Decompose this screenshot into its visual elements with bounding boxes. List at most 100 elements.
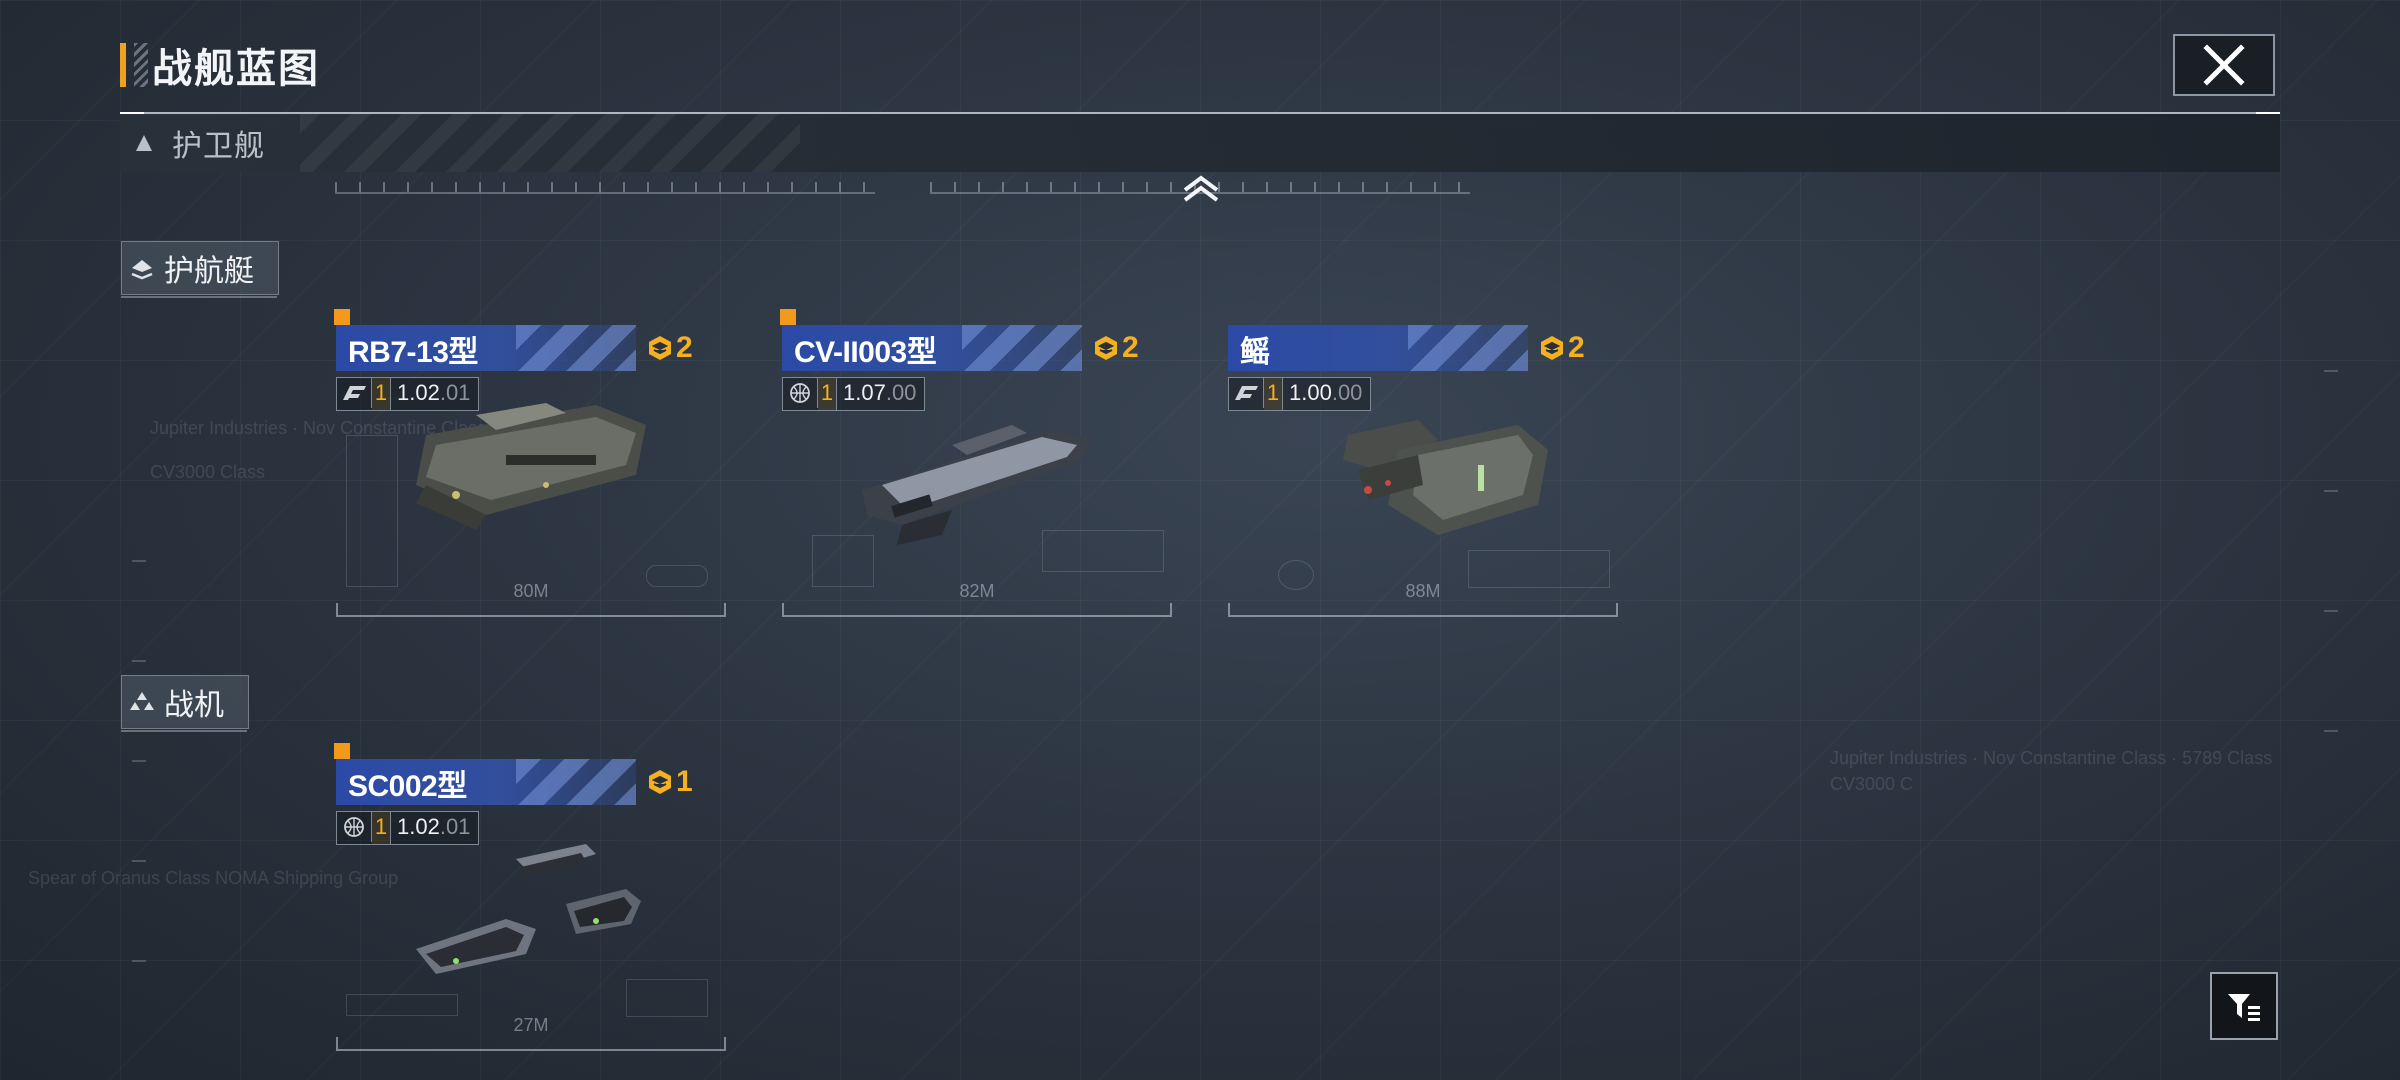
version-main: 1.07 — [843, 380, 886, 405]
version-suffix: .00 — [885, 380, 917, 405]
version-suffix: .01 — [439, 380, 471, 405]
version-suffix: .00 — [1331, 380, 1363, 405]
ship-length: 27M — [513, 1015, 549, 1035]
section-header-escort: 护航艇 — [121, 241, 279, 298]
cost-value: 2 — [1122, 331, 1139, 364]
ship-render — [416, 844, 641, 974]
ship-name: CV-II003型 — [794, 336, 937, 369]
bar-corner-mark — [2256, 112, 2280, 114]
command-point-icon — [649, 770, 671, 794]
ship-card-sc002[interactable]: SC002型 1 1 1.02.01 27M — [334, 743, 726, 1055]
manufacturer-badge — [1229, 378, 1264, 408]
background-text: Spear of Oranus Class NOMA Shipping Grou… — [28, 868, 399, 888]
ship-render — [416, 403, 646, 530]
scale-tick — [2324, 610, 2338, 612]
command-cost: 2 — [1538, 331, 1585, 365]
version-main: 1.02 — [397, 380, 440, 405]
bar-corner-mark — [120, 112, 144, 114]
globe-icon — [790, 383, 810, 403]
ship-length: 88M — [1405, 581, 1441, 601]
ship-name: 鳐 — [1240, 336, 1270, 369]
background-text: Jupiter Industries · Nov Constantine Cla… — [1830, 748, 2273, 768]
tier-value: 1 — [372, 812, 391, 844]
speed-logo-icon — [1235, 386, 1258, 400]
blueprint-sketch — [646, 565, 708, 587]
version-suffix: .01 — [439, 814, 471, 839]
filter-button[interactable] — [2210, 972, 2278, 1040]
section-label: 战机 — [164, 689, 224, 722]
ship-name-banner — [336, 759, 636, 805]
speed-logo-icon — [343, 386, 366, 400]
ship-stats: 1 1.02.01 — [336, 811, 480, 845]
version-value: 1.02.01 — [391, 378, 478, 410]
title-accent-bar — [120, 43, 126, 87]
blueprint-sketch — [1042, 530, 1164, 572]
version-value: 1.02.01 — [391, 812, 478, 844]
new-indicator — [334, 309, 350, 325]
tier-value: 1 — [1264, 378, 1283, 410]
scale-tick — [132, 560, 146, 562]
close-button[interactable] — [2173, 34, 2275, 96]
blueprint-sketch — [1278, 560, 1314, 590]
version-value: 1.07.00 — [837, 378, 924, 410]
blueprint-baseline — [1228, 603, 1618, 617]
chevron-up-icon[interactable] — [1180, 174, 1222, 204]
globe-icon — [344, 817, 364, 837]
background-text: CV3000 C — [1830, 774, 1914, 794]
section-label: 护航艇 — [164, 255, 254, 288]
background-ruler — [335, 178, 875, 194]
escort-ship-icon — [131, 260, 153, 280]
scale-tick — [2324, 490, 2338, 492]
new-indicator — [780, 309, 796, 325]
background-text: CV3000 Class — [150, 462, 266, 482]
blueprint-sketch — [346, 994, 458, 1016]
new-indicator — [334, 743, 350, 759]
command-cost: 1 — [646, 765, 693, 799]
command-point-icon — [1095, 336, 1117, 360]
scale-tick — [2324, 370, 2338, 372]
blueprint-baseline — [336, 603, 726, 617]
cost-value: 2 — [676, 331, 693, 364]
filter-icon — [2228, 994, 2260, 1021]
blueprint-sketch — [626, 979, 708, 1017]
tier-value: 1 — [818, 378, 837, 410]
scale-tick — [132, 860, 146, 862]
manufacturer-badge — [783, 378, 818, 408]
background-text: Jupiter Industries · Nov Constantine Cla… — [150, 418, 487, 438]
blueprint-sketch — [1468, 550, 1610, 588]
command-point-icon — [1541, 336, 1563, 360]
ship-name: SC002型 — [348, 770, 467, 803]
blueprint-baseline — [336, 1037, 726, 1051]
scale-tick — [132, 960, 146, 962]
cost-value: 2 — [1568, 331, 1585, 364]
ship-render — [862, 425, 1092, 545]
ship-stats: 1 1.07.00 — [782, 377, 926, 411]
version-main: 1.02 — [397, 814, 440, 839]
tier-value: 1 — [372, 378, 391, 410]
blueprint-sketch — [346, 435, 398, 587]
scale-tick — [132, 760, 146, 762]
page-title: 战舰蓝图 — [152, 47, 320, 91]
ship-length: 82M — [959, 581, 995, 601]
blueprint-baseline — [782, 603, 1172, 617]
version-value: 1.00.00 — [1283, 378, 1370, 410]
ship-stats: 1 1.00.00 — [1228, 377, 1372, 411]
category-bar-frigate[interactable]: 护卫舰 — [120, 112, 2280, 172]
close-icon — [2203, 44, 2245, 86]
ship-card-rb7-13[interactable]: RB7-13型 2 1 1.02.01 80M — [334, 309, 726, 621]
ship-card-cv-ii003[interactable]: CV-II003型 2 1 1.07.00 82M — [780, 309, 1172, 621]
ship-name: RB7-13型 — [348, 336, 478, 369]
scale-tick — [132, 660, 146, 662]
section-header-fighter: 战机 — [121, 675, 249, 732]
page-header: 战舰蓝图 — [120, 40, 320, 91]
version-main: 1.00 — [1289, 380, 1332, 405]
command-cost: 2 — [1092, 331, 1139, 365]
blueprint-sketch — [812, 535, 874, 587]
command-point-icon — [649, 336, 671, 360]
cost-value: 1 — [676, 765, 693, 798]
ship-card-ray[interactable]: 鳐 2 1 1.00.00 88M — [1228, 315, 1618, 621]
bar-stripes — [300, 114, 800, 172]
ship-stats: 1 1.02.01 — [336, 377, 480, 411]
ship-render — [1343, 420, 1548, 535]
category-bar-label: 护卫舰 — [172, 130, 265, 163]
